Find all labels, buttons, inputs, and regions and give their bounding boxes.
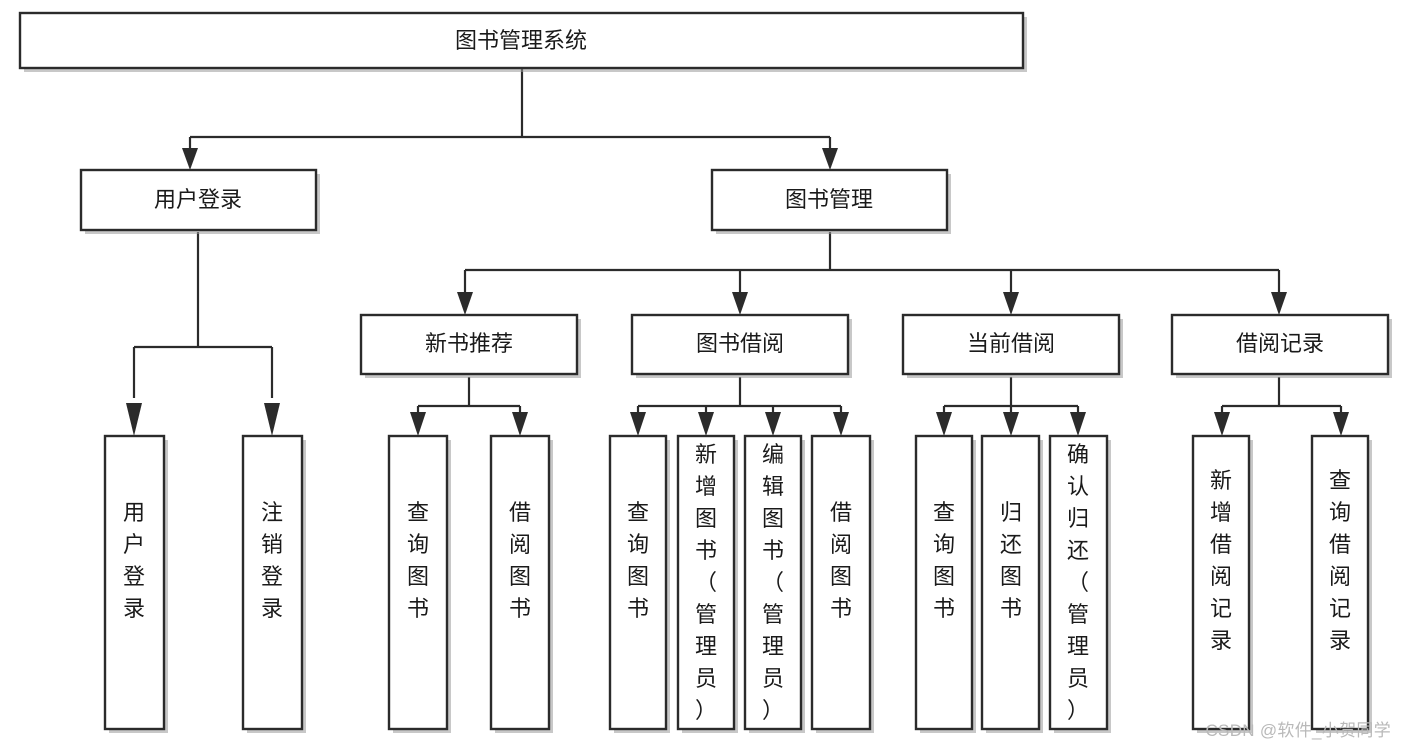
node-leaf-edit-book[interactable]: 编辑图书（管理员）: [743, 434, 805, 733]
leaf-add-book-label: 新增图书（管理员）: [695, 442, 717, 723]
leaf-borrow-book-1-box: [489, 434, 551, 731]
arrow-leaf-confirm-return: [1070, 412, 1086, 436]
leaf-edit-book-box: [743, 434, 803, 731]
leaf-edit-book-label: 编辑图书（管理员）: [762, 442, 784, 723]
node-user-login[interactable]: 用户登录: [79, 168, 320, 234]
node-leaf-query-book-1[interactable]: 查询图书: [387, 434, 451, 733]
leaf-query-book-3-box: [914, 434, 974, 731]
leaf-return-book-box: [980, 434, 1041, 731]
new-book-recommend-label: 新书推荐: [425, 331, 513, 356]
arrow-leaf-borrow-book-2: [833, 412, 849, 436]
node-leaf-query-record[interactable]: 查询借阅记录: [1310, 434, 1372, 733]
arrow-leaf-query-book-1: [410, 412, 426, 436]
node-leaf-user-logout[interactable]: 注销登录: [241, 434, 306, 733]
node-borrow-record[interactable]: 借阅记录: [1170, 313, 1392, 378]
node-current-borrow[interactable]: 当前借阅: [901, 313, 1123, 378]
leaf-confirm-return-label: 确认归还（管理员）: [1067, 442, 1089, 723]
current-borrow-box: [901, 313, 1121, 376]
arrow-leaf-edit-book: [765, 412, 781, 436]
arrow-leaf-borrow-book-1: [512, 412, 528, 436]
node-leaf-borrow-book-1[interactable]: 借阅图书: [489, 434, 553, 733]
watermark: CSDN @软件_小贺同学: [1205, 721, 1391, 740]
leaf-add-record-label: 新增借阅记录: [1210, 468, 1232, 653]
arrow-leaf-query-book-2: [630, 412, 646, 436]
current-borrow-label: 当前借阅: [967, 331, 1055, 356]
leaf-user-login-box: [103, 434, 166, 731]
arrow-leaf-user-logout: [264, 403, 280, 436]
leaf-add-book-box: [676, 434, 736, 731]
arrow-borrow-record: [1271, 292, 1287, 315]
arrow-book-management: [822, 148, 838, 170]
arrow-leaf-return-book: [1003, 412, 1019, 436]
leaf-query-book-1-label: 查询图书: [407, 500, 429, 621]
node-leaf-borrow-book-2[interactable]: 借阅图书: [810, 434, 874, 733]
node-leaf-add-book[interactable]: 新增图书（管理员）: [676, 434, 738, 733]
node-root[interactable]: 图书管理系统: [18, 11, 1027, 72]
node-new-book-recommend[interactable]: 新书推荐: [359, 313, 581, 378]
arrow-leaf-add-book: [698, 412, 714, 436]
arrow-leaf-query-book-3: [936, 412, 952, 436]
leaf-user-logout-label: 注销登录: [261, 500, 283, 621]
user-login-box: [79, 168, 318, 232]
arrow-book-borrow: [732, 292, 748, 315]
arrow-leaf-query-record: [1333, 412, 1349, 436]
root-box: [18, 11, 1025, 70]
book-management-label: 图书管理: [785, 187, 873, 212]
node-leaf-user-login[interactable]: 用户登录: [103, 434, 168, 733]
arrow-leaf-add-record: [1214, 412, 1230, 436]
borrow-record-box: [1170, 313, 1390, 376]
node-leaf-query-book-3[interactable]: 查询图书: [914, 434, 976, 733]
arrow-new-book-recommend: [457, 292, 473, 315]
node-book-borrow[interactable]: 图书借阅: [630, 313, 852, 378]
node-leaf-query-book-2[interactable]: 查询图书: [608, 434, 670, 733]
borrow-record-label: 借阅记录: [1236, 331, 1324, 356]
arrow-leaf-user-login: [126, 403, 142, 436]
connector-layer: [126, 68, 1349, 436]
leaf-return-book-label: 归还图书: [1000, 500, 1022, 621]
node-book-management[interactable]: 图书管理: [710, 168, 951, 234]
leaf-user-logout-box: [241, 434, 304, 731]
leaf-query-book-1-box: [387, 434, 449, 731]
leaf-borrow-book-2-box: [810, 434, 872, 731]
leaf-query-book-2-box: [608, 434, 668, 731]
user-login-label: 用户登录: [154, 187, 242, 212]
arrow-user-login: [182, 148, 198, 170]
book-borrow-box: [630, 313, 850, 376]
leaf-query-record-label: 查询借阅记录: [1329, 468, 1351, 653]
root-label: 图书管理系统: [455, 28, 587, 53]
leaf-borrow-book-2-label: 借阅图书: [830, 500, 852, 621]
leaf-user-login-label: 用户登录: [123, 500, 145, 621]
leaf-query-record-box: [1310, 434, 1370, 731]
leaf-borrow-book-1-label: 借阅图书: [509, 500, 531, 621]
node-leaf-return-book[interactable]: 归还图书: [980, 434, 1043, 733]
arrow-current-borrow: [1003, 292, 1019, 315]
book-borrow-label: 图书借阅: [696, 331, 784, 356]
node-leaf-add-record[interactable]: 新增借阅记录: [1191, 434, 1253, 733]
leaf-add-record-box: [1191, 434, 1251, 731]
new-book-recommend-box: [359, 313, 579, 376]
node-leaf-confirm-return[interactable]: 确认归还（管理员）: [1048, 434, 1111, 733]
leaf-query-book-3-label: 查询图书: [933, 500, 955, 621]
leaf-confirm-return-box: [1048, 434, 1109, 731]
leaf-query-book-2-label: 查询图书: [627, 500, 649, 621]
book-management-box: [710, 168, 949, 232]
